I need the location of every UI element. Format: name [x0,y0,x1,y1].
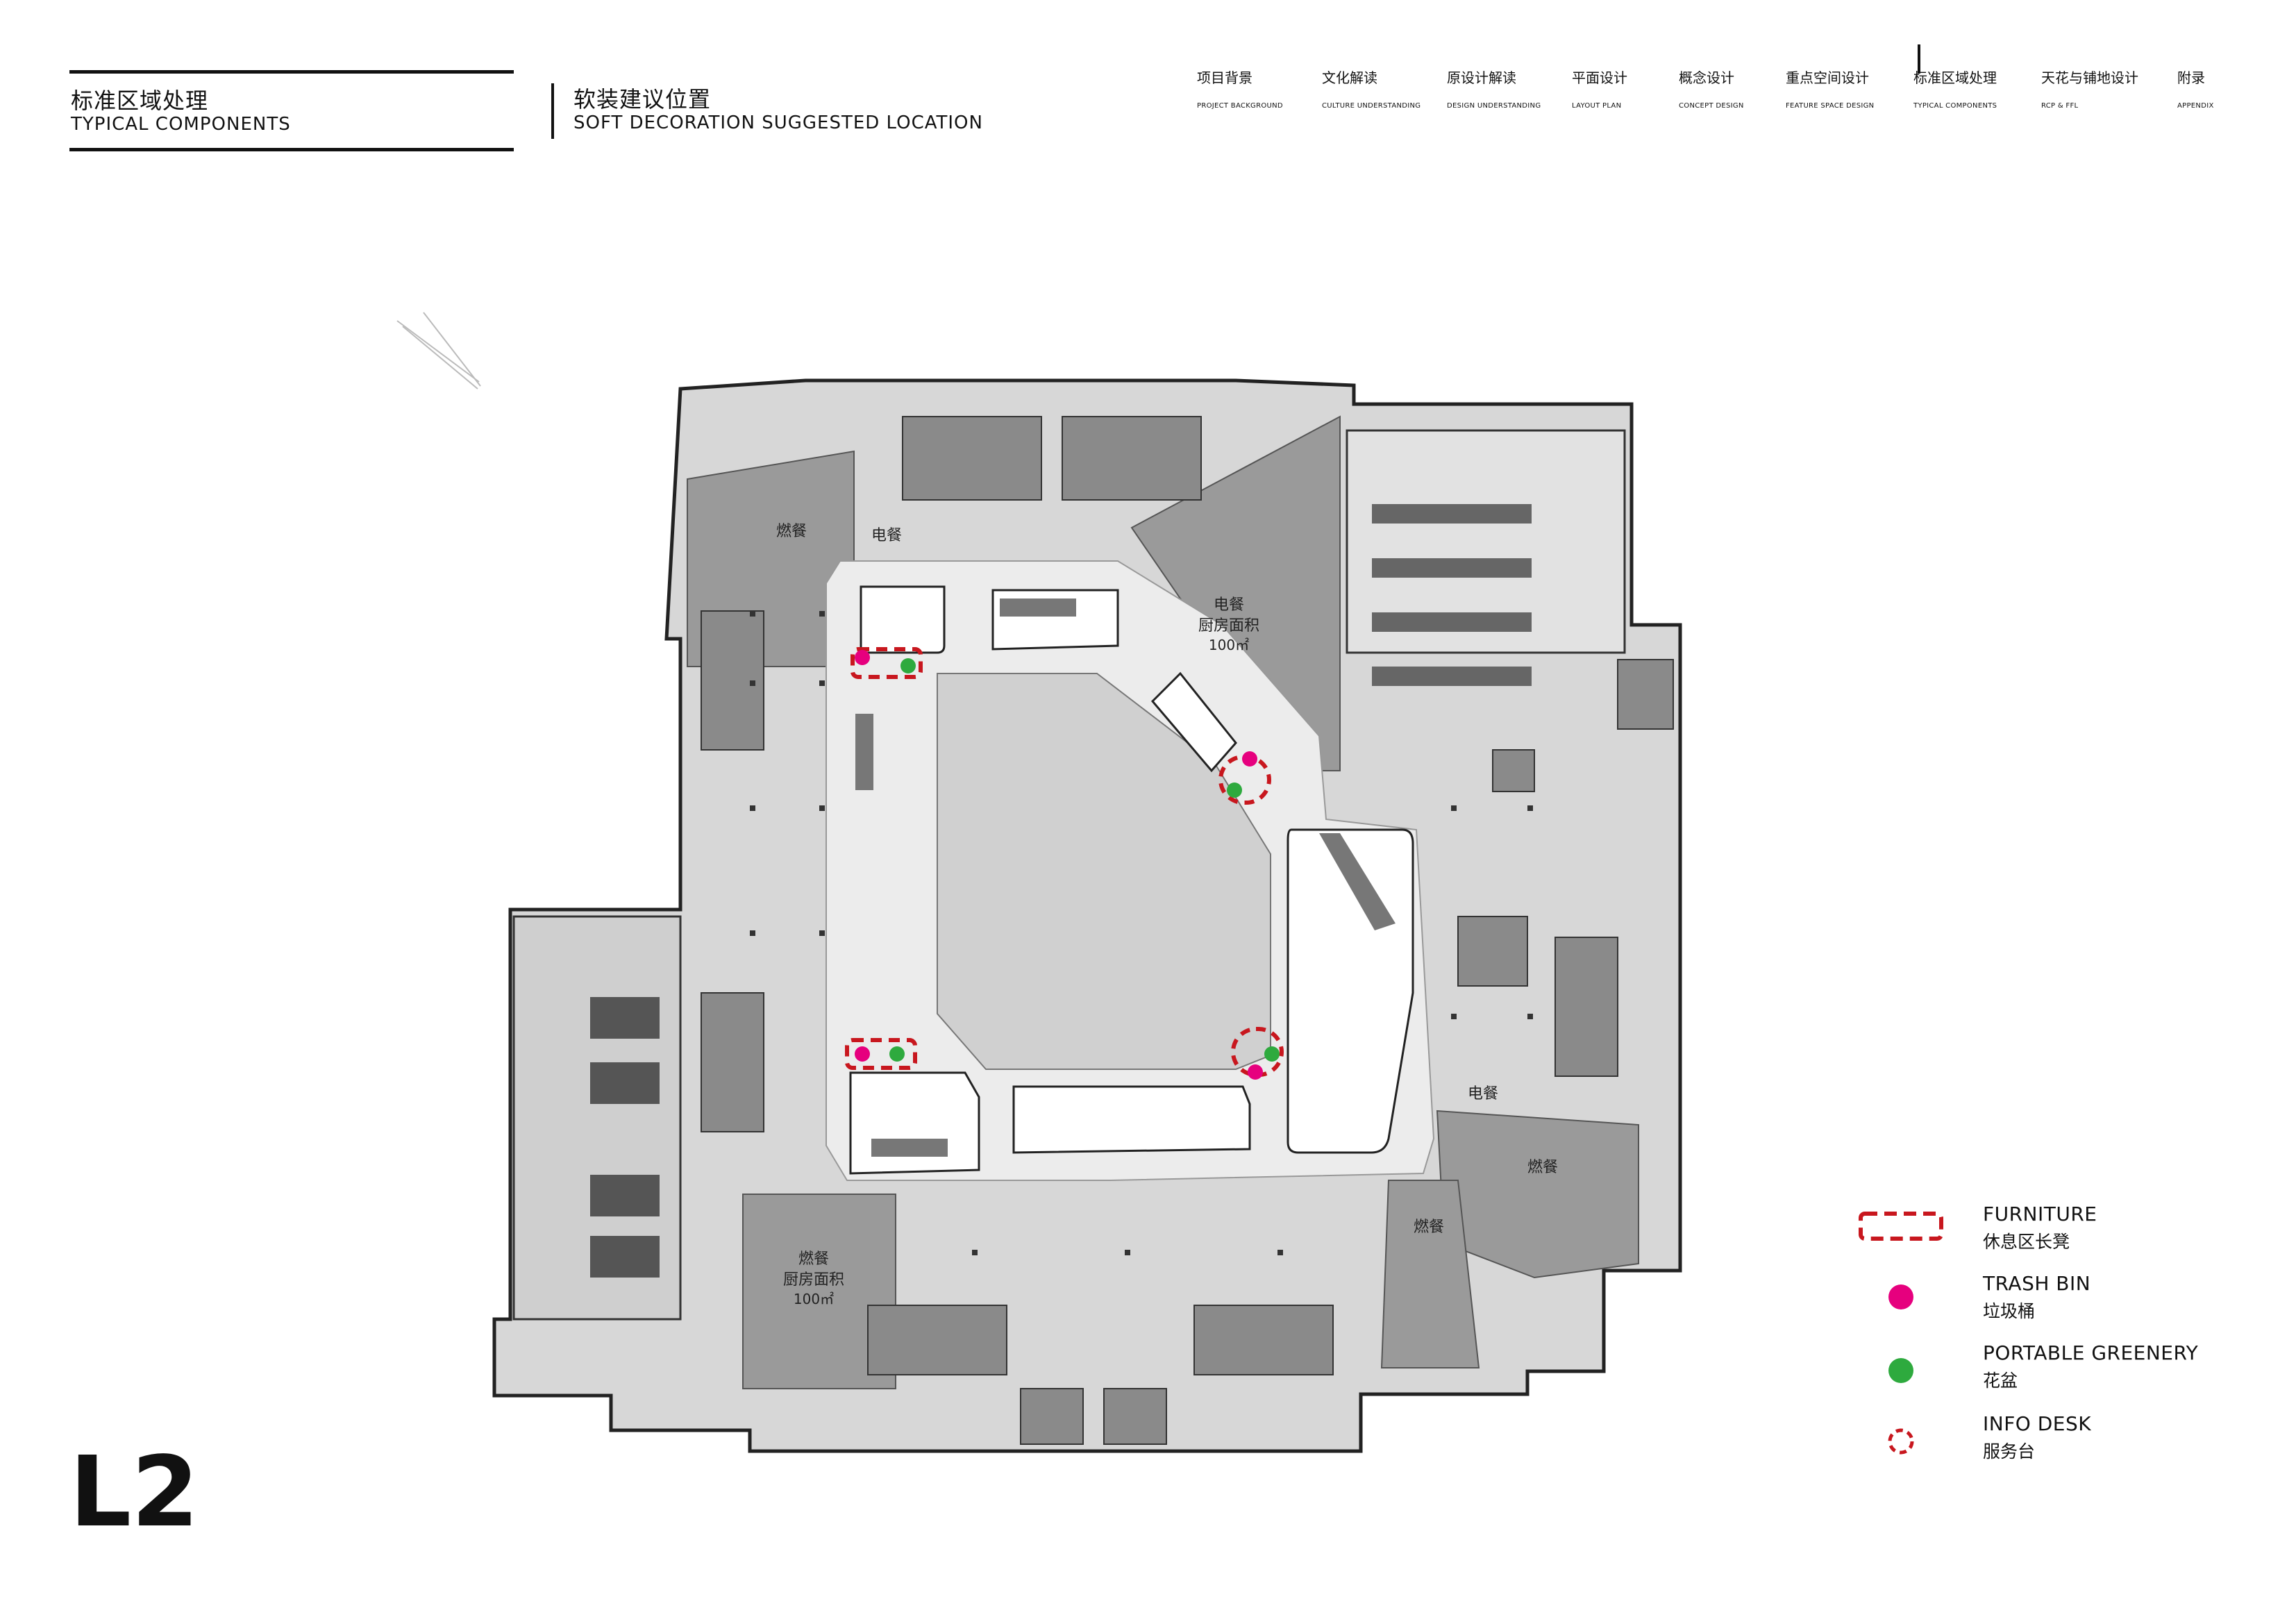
nav-label-en: CULTURE UNDERSTANDING [1322,102,1421,110]
page-title-en: SOFT DECORATION SUGGESTED LOCATION [573,112,983,133]
room-label-elec-dining-e: 电餐 [1468,1085,1498,1103]
nav-label-en: DESIGN UNDERSTANDING [1447,102,1541,110]
legend-info-cn: 服务台 [1983,1441,2036,1462]
nav-layout-plan[interactable]: 平面设计 LAYOUT PLAN [1572,67,1627,110]
nav-label-cn: 附录 [2177,69,2205,86]
legend-trash-cn: 垃圾桶 [1983,1301,2036,1321]
furniture-marker[interactable] [850,647,923,679]
page-title-divider [551,83,554,139]
nav-label-en: RCP & FFL [2041,102,2079,110]
legend-info-en: INFO DESK [1983,1412,2092,1435]
nav-label-cn: 项目背景 [1197,69,1252,86]
nav-culture-understanding[interactable]: 文化解读 CULTURE UNDERSTANDING [1322,67,1421,110]
nav-label-cn: 平面设计 [1572,69,1627,86]
nav-project-background[interactable]: 项目背景 PROJECT BACKGROUND [1197,67,1283,110]
legend-furniture-cn: 休息区长凳 [1983,1232,2070,1252]
nav-label-cn: 天花与铺地设计 [2041,69,2138,86]
legend-greenery-swatch [1888,1358,1913,1383]
greenery-marker[interactable] [1227,782,1242,798]
room-label-gas-dining-sw: 燃餐 [798,1250,829,1268]
furniture-marker[interactable] [845,1038,917,1070]
room-label-elec-dining-ne: 电餐 [1214,596,1244,614]
legend-greenery-cn: 花盆 [1983,1371,2018,1391]
legend-furniture-swatch [1859,1212,1943,1241]
dining-zones [687,415,1639,1389]
header-rule-bottom [69,148,514,151]
room-label-kitchen-area-ne: 厨房面积 [1198,617,1259,635]
nav-label-cn: 标准区域处理 [1913,69,1997,86]
nav-typical-components[interactable]: 标准区域处理 TYPICAL COMPONENTS [1913,67,1997,110]
page-title-cn: 软装建议位置 [573,86,712,112]
zone-gas-dining-sw [742,1194,896,1389]
greenery-marker[interactable] [1264,1046,1280,1062]
floor-label: L2 [69,1436,199,1549]
legend-trash-bin: TRASH BIN 垃圾桶 [1983,1272,2090,1323]
greenery-marker[interactable] [889,1046,905,1062]
columns [750,611,1533,1255]
nav-concept-design[interactable]: 概念设计 CONCEPT DESIGN [1679,67,1744,110]
room-label-elec-dining-n: 电餐 [871,527,902,544]
legend-trash-en: TRASH BIN [1983,1272,2091,1295]
room-label-kitchen-size-ne: 100㎡ [1209,637,1249,653]
section-title-en: TYPICAL COMPONENTS [71,114,291,135]
room-label-gas-dining-se: 燃餐 [1414,1219,1444,1236]
legend-swatches [1859,1212,1943,1455]
nav-label-en: PROJECT BACKGROUND [1197,102,1283,110]
nav-label-en: APPENDIX [2177,102,2214,110]
trash-bin-marker[interactable] [855,650,870,665]
room-label-gas-dining-nw: 燃餐 [776,523,807,540]
active-nav-marker [1918,44,1920,74]
decor-markers [845,647,1284,1080]
sketch-lines [396,312,481,390]
void-north [860,585,946,654]
nav-label-en: CONCEPT DESIGN [1679,102,1744,110]
nav-label-cn: 原设计解读 [1447,69,1516,86]
nav-appendix[interactable]: 附录 APPENDIX [2177,67,2214,110]
ne-wing-stalls [1372,504,1532,686]
nav-label-en: LAYOUT PLAN [1572,102,1622,110]
legend-greenery: PORTABLE GREENERY 花盆 [1983,1341,2198,1392]
legend-info-swatch [1888,1428,1914,1455]
nav-design-understanding[interactable]: 原设计解读 DESIGN UNDERSTANDING [1447,67,1541,110]
zone-gas-dining-se [1380,1180,1480,1368]
void-south-west [849,1071,980,1175]
nav-rcp-ffl[interactable]: 天花与铺地设计 RCP & FFL [2041,67,2138,110]
nav-label-cn: 概念设计 [1679,69,1734,86]
greenery-marker[interactable] [900,658,916,673]
nav-label-cn: 重点空间设计 [1786,69,1869,86]
nav-label-en: TYPICAL COMPONENTS [1913,102,1997,110]
nav-feature-space-design[interactable]: 重点空间设计 FEATURE SPACE DESIGN [1786,67,1874,110]
room-label-gas-dining-e: 燃餐 [1527,1159,1558,1176]
west-wing-stalls [590,997,660,1278]
legend-trash-swatch [1888,1284,1913,1309]
escalators [855,598,1396,1157]
trash-bin-marker[interactable] [1242,751,1257,767]
trash-bin-marker[interactable] [855,1046,870,1062]
legend-furniture-en: FURNITURE [1983,1203,2097,1225]
legend-greenery-en: PORTABLE GREENERY [1983,1341,2199,1364]
section-title-cn: 标准区域处理 [71,87,209,114]
room-label-kitchen-size-sw: 100㎡ [794,1291,834,1307]
header-rule-top [69,70,514,74]
nav-label-en: FEATURE SPACE DESIGN [1786,102,1875,110]
nav-label-cn: 文化解读 [1322,69,1377,86]
legend-furniture: FURNITURE 休息区长凳 [1983,1203,2097,1253]
legend-info-desk: INFO DESK 服务台 [1983,1412,2091,1463]
trash-bin-marker[interactable] [1248,1064,1263,1080]
void-south [1012,1085,1251,1154]
void-diagonal [1150,671,1237,773]
room-label-kitchen-area-sw: 厨房面积 [783,1271,844,1289]
